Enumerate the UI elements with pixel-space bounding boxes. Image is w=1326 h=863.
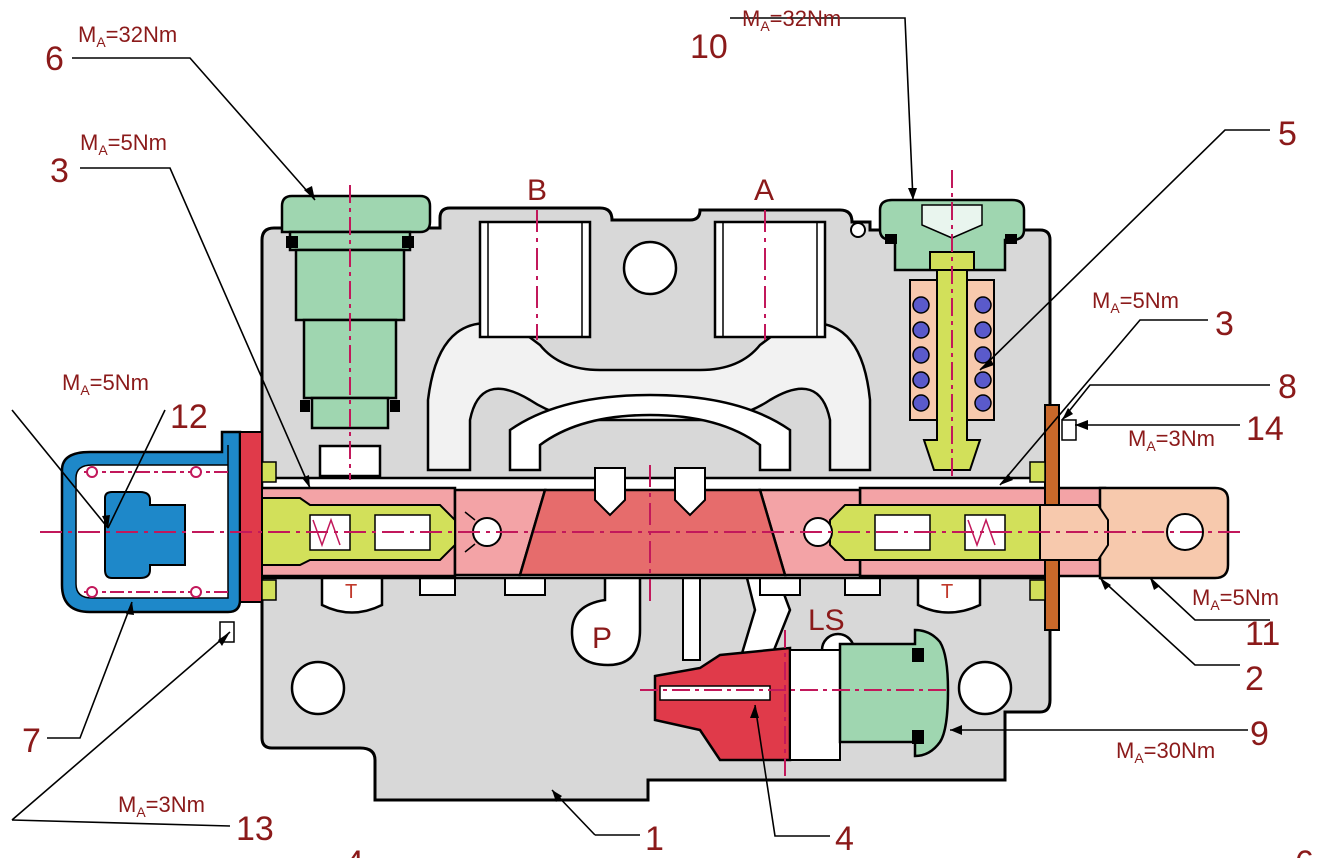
callout-5: 5 (1278, 115, 1297, 153)
callout-13: 13 (236, 810, 274, 848)
torque-spec-12: MA=5Nm (62, 370, 149, 398)
centerlines (40, 210, 1245, 605)
torque-spec-9: MA=30Nm (1116, 738, 1215, 766)
torque-spec-6: MA=32Nm (78, 22, 177, 50)
torque-spec-10: MA=32Nm (742, 6, 841, 34)
callout-4-edge: 4 (345, 844, 364, 858)
spring-coils (912, 296, 992, 412)
callout-8: 8 (1278, 368, 1297, 406)
torque-spec-13: MA=3Nm (118, 792, 205, 820)
spool-end-cap (60, 430, 277, 643)
port-label-ls: LS (808, 604, 845, 637)
callout-12: 12 (170, 398, 208, 436)
callout-6-edge: 6 (1295, 844, 1314, 858)
callout-3-right: 3 (1215, 305, 1234, 343)
port-label-a: A (754, 174, 774, 207)
callout-4-bottom: 4 (835, 820, 854, 858)
port-label-t-right: T (941, 581, 953, 603)
torque-spec-14: MA=3Nm (1128, 426, 1215, 454)
port-label-t-left: T (345, 581, 357, 603)
callout-3-left: 3 (50, 152, 69, 190)
port-label-b: B (527, 174, 547, 207)
pressure-relief-cartridge-right (878, 170, 1026, 480)
callout-9: 9 (1250, 715, 1269, 753)
pressure-relief-cartridge-left (280, 185, 432, 480)
leader-lines (11, 17, 1270, 837)
callout-7: 7 (22, 722, 41, 760)
port-label-p: P (592, 622, 612, 655)
leader-arrowheads (102, 186, 1160, 802)
callout-6: 6 (45, 40, 64, 78)
callout-11: 11 (1245, 615, 1280, 653)
callout-14: 14 (1246, 410, 1284, 448)
ls-cartridge (640, 628, 950, 780)
torque-spec-3-left: MA=5Nm (80, 130, 167, 158)
callout-2: 2 (1245, 660, 1264, 698)
callout-1: 1 (645, 820, 664, 858)
torque-spec-11: MA=5Nm (1192, 585, 1279, 613)
torque-spec-3-right: MA=5Nm (1092, 288, 1179, 316)
callout-10: 10 (690, 28, 728, 66)
